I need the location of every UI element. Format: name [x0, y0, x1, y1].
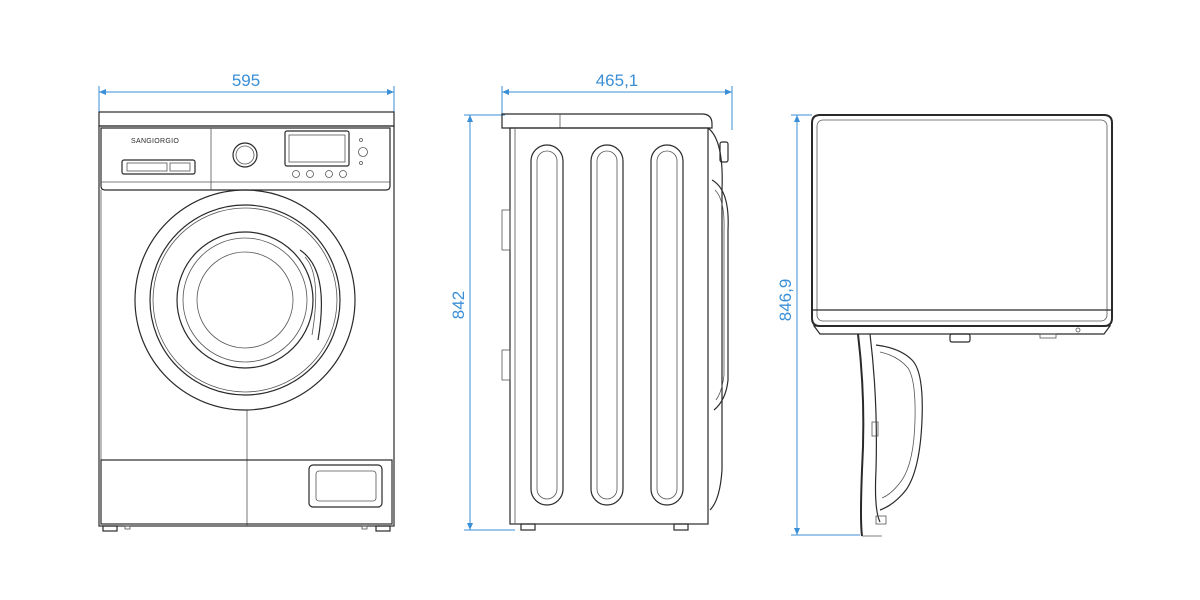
dimension-height-open: 846,9	[776, 114, 860, 536]
top-open-door	[857, 333, 923, 537]
control-buttons	[292, 138, 368, 178]
program-knob	[232, 142, 258, 168]
width-label: 595	[232, 71, 260, 90]
control-panel	[100, 127, 391, 191]
dimension-width: 595	[98, 71, 395, 118]
top-front-lip	[812, 325, 1112, 335]
front-top-plate	[98, 111, 395, 127]
side-view	[501, 113, 729, 531]
top-outline	[811, 114, 1113, 327]
side-feet	[520, 523, 689, 531]
height-open-label: 846,9	[776, 279, 795, 322]
display-panel	[284, 130, 350, 167]
side-knob	[719, 141, 729, 163]
kickplate	[100, 459, 393, 525]
brand-logo: SANGIORGIO	[131, 138, 179, 145]
depth-label: 465,1	[596, 71, 639, 90]
top-knob	[949, 333, 971, 343]
detergent-drawer	[121, 159, 196, 175]
side-door-profile	[707, 127, 723, 511]
side-top-plate	[501, 113, 713, 129]
front-view: SANGIORGIO	[98, 111, 395, 532]
filter-hatch	[308, 464, 383, 508]
front-feet	[102, 525, 391, 532]
dimension-height: 842	[449, 114, 515, 531]
height-label: 842	[449, 291, 468, 319]
front-door	[134, 189, 356, 411]
front-body	[98, 125, 395, 527]
side-ribs	[530, 144, 684, 506]
dimension-depth: 465,1	[501, 71, 733, 130]
side-body	[509, 127, 709, 525]
top-view	[811, 114, 1113, 537]
